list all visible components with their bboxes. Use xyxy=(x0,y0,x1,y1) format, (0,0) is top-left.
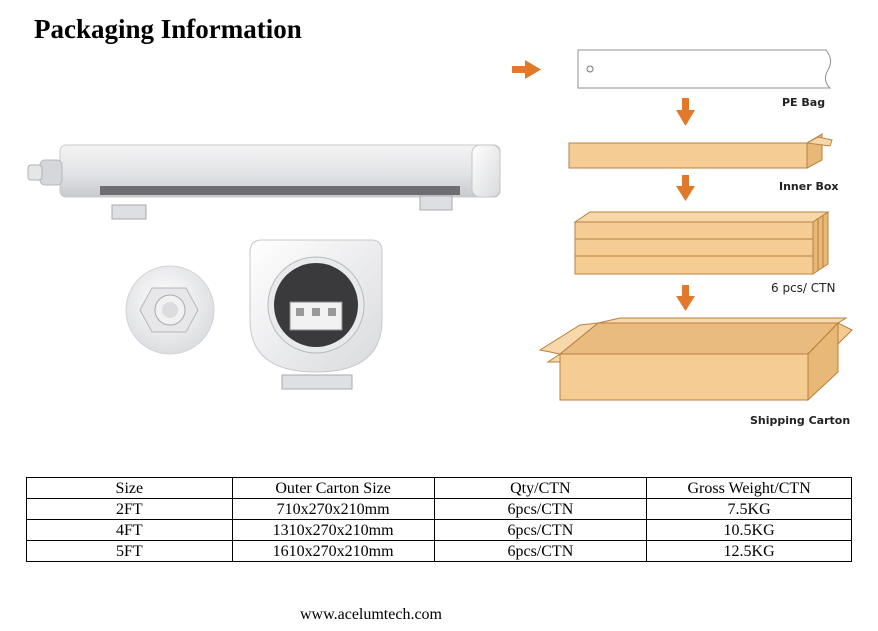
step-label-shipping-carton: Shipping Carton xyxy=(750,414,851,427)
step-label-pcs-ctn: 6 pcs/ CTN xyxy=(771,281,836,295)
table-row: 5FT 1610x270x210mm 6pcs/CTN 12.5KG xyxy=(26,540,852,562)
cell-weight: 10.5KG xyxy=(646,519,852,541)
light-fixture-image xyxy=(27,144,501,220)
cell-size: 5FT xyxy=(26,540,233,562)
arrow-right-icon xyxy=(512,60,541,79)
cell-qty: 6pcs/CTN xyxy=(433,540,648,562)
step-label-inner-box: Inner Box xyxy=(779,180,839,193)
header-outer-carton-size: Outer Carton Size xyxy=(231,477,435,499)
packaging-table: Size Outer Carton Size Qty/CTN Gross Wei… xyxy=(26,477,852,562)
table-row: 2FT 710x270x210mm 6pcs/CTN 7.5KG xyxy=(26,498,852,520)
end-cap-image xyxy=(249,239,383,390)
arrow-down-icon xyxy=(676,175,695,201)
pe-bag-image xyxy=(577,49,832,89)
header-gross-weight: Gross Weight/CTN xyxy=(646,477,852,499)
cell-outer-carton-size: 710x270x210mm xyxy=(231,498,435,520)
stacked-boxes-image xyxy=(573,211,830,275)
cell-size: 4FT xyxy=(26,519,233,541)
inner-box-image xyxy=(568,133,833,169)
packaging-illustration xyxy=(27,49,853,402)
table-row: 4FT 1310x270x210mm 6pcs/CTN 10.5KG xyxy=(26,519,852,541)
page-title: Packaging Information xyxy=(34,14,302,44)
table-header-row: Size Outer Carton Size Qty/CTN Gross Wei… xyxy=(26,477,852,499)
cell-outer-carton-size: 1310x270x210mm xyxy=(231,519,435,541)
arrow-down-icon xyxy=(676,98,695,126)
arrow-down-icon xyxy=(676,285,695,311)
cell-qty: 6pcs/CTN xyxy=(433,519,648,541)
cell-qty: 6pcs/CTN xyxy=(433,498,648,520)
cell-size: 2FT xyxy=(26,498,233,520)
shipping-carton-image xyxy=(538,317,853,402)
cell-outer-carton-size: 1610x270x210mm xyxy=(231,540,435,562)
step-label-pe-bag: PE Bag xyxy=(782,96,826,109)
cable-gland-image xyxy=(125,265,215,355)
cell-weight: 7.5KG xyxy=(646,498,852,520)
header-size: Size xyxy=(26,477,233,499)
footer-url: www.acelumtech.com xyxy=(299,606,442,623)
header-qty-ctn: Qty/CTN xyxy=(433,477,648,499)
cell-weight: 12.5KG xyxy=(646,540,852,562)
